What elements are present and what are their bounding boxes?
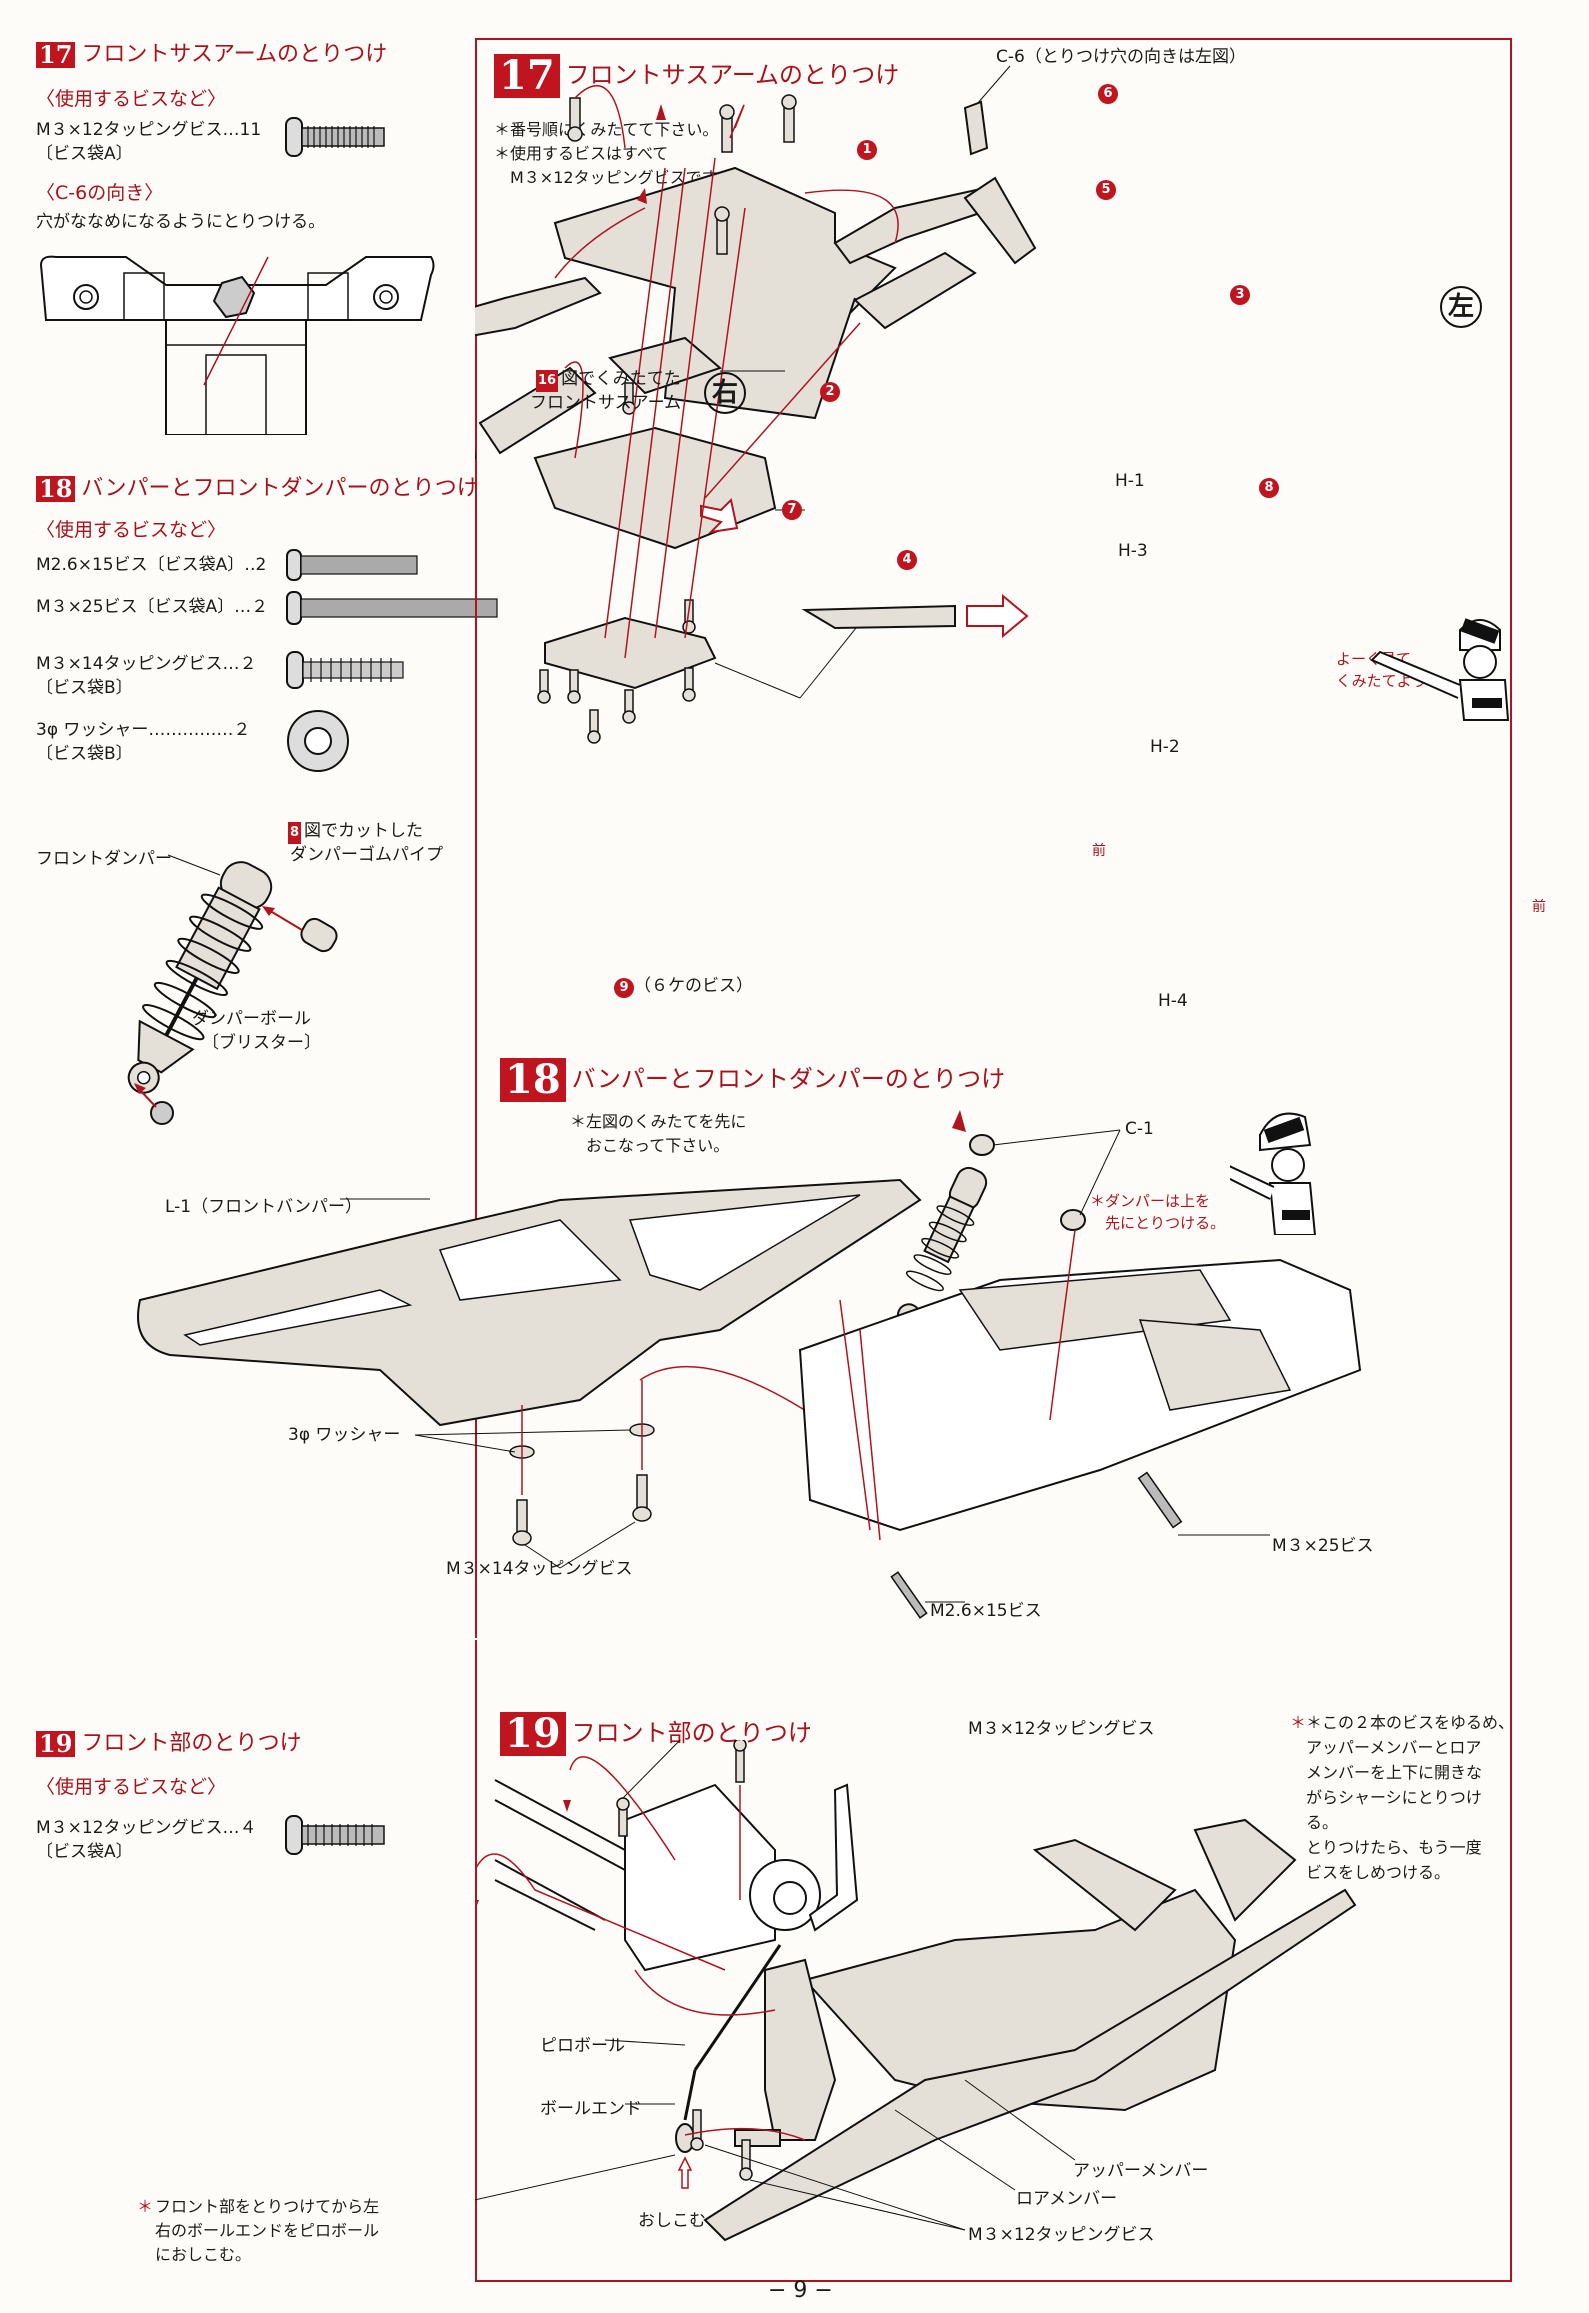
m3x14-label: M３×14タッピングビス [446, 1559, 633, 1579]
front-damper-label: フロントダンパー [36, 849, 172, 869]
m26x15-label: M2.6×15ビス [930, 1601, 1042, 1621]
sequence-number: 1 [857, 140, 877, 160]
orientation-heading: 〈C-6の向き〉 [36, 182, 164, 204]
h1-label: H-1 [1115, 471, 1145, 491]
arm-assembled-label-2: フロントサスアーム [530, 393, 682, 413]
sequence-number: 2 [820, 382, 840, 402]
cut-pipe-label-2: ダンパーゴムパイプ [290, 845, 443, 865]
ball-end-label: ボールエンド [540, 2099, 642, 2119]
step-number-badge: 18 [500, 1058, 566, 1102]
damper-ball-label-2: 〔ブリスター〕 [202, 1033, 321, 1053]
step17-notes: ＊番号順にくみたてて下さい。 ＊使用するビスはすべて M３×12タッピングビスで… [494, 120, 732, 187]
step19-front-assembly-diagram [475, 1740, 1357, 2242]
bottom-note: ＊ フロント部をとりつけてから左 右のボールエンドをピロボール におしこむ。 [137, 2197, 380, 2264]
part-name: 3φ ワッシャー……………２ [36, 720, 251, 740]
machine-screw-icon [286, 549, 418, 581]
tapping-screw-icon [286, 651, 404, 689]
c1-label: C-1 [1125, 1119, 1154, 1139]
part-bag: 〔ビス袋A〕 [36, 1842, 133, 1862]
part-name: M2.6×15ビス〔ビス袋A〕‥2 [36, 555, 267, 575]
step-number-badge: 19 [36, 1731, 76, 1757]
h3-label: H-3 [1118, 541, 1148, 561]
step-number-badge: 17 [494, 54, 560, 98]
m3x12-top-label: M３×12タッピングビス [968, 1719, 1155, 1739]
parts-heading: 〈使用するビスなど〉 [36, 88, 227, 110]
step-title: フロントサスアームのとりつけ [565, 61, 900, 89]
step-title: フロント部のとりつけ [81, 1731, 302, 1756]
part-bag: 〔ビス袋B〕 [36, 678, 133, 698]
washer-icon [287, 710, 349, 772]
part-name: M３×25ビス〔ビス袋A〕…２ [36, 597, 269, 617]
tapping-screw-icon [285, 117, 385, 157]
kyosho-mascot-icon [1370, 618, 1510, 721]
page-number: − 9 − [768, 2278, 833, 2303]
front-direction-label: 前 [1092, 843, 1106, 859]
six-screws-label: 9（６ケのビス） [614, 975, 753, 998]
sequence-number: 3 [1230, 285, 1250, 305]
upper-member-label: アッパーメンバー [1073, 2161, 1209, 2181]
instruction-frame [475, 38, 1512, 2282]
lower-member-label: ロアメンバー [1016, 2189, 1118, 2209]
parts-heading: 〈使用するビスなど〉 [36, 519, 227, 541]
part-name: M３×12タッピングビス…４ [36, 1818, 257, 1838]
part-name: M３×12タッピングビス…11 [36, 120, 262, 140]
step-number-badge: 19 [500, 1712, 566, 1756]
step18-notes: ＊左図のくみたてを先に おこなって下さい。 [570, 1112, 747, 1155]
step-title: バンパーとフロントダンパーのとりつけ [81, 476, 479, 501]
bumper-label: L-1（フロントバンパー） [165, 1197, 362, 1217]
step-title: バンパーとフロントダンパーのとりつけ [571, 1065, 1006, 1093]
part-bag: 〔ビス袋B〕 [36, 744, 133, 764]
washer-label: 3φ ワッシャー [288, 1425, 401, 1445]
step-number-badge: 17 [36, 42, 76, 68]
sequence-number: 4 [897, 550, 917, 570]
pillow-ball-label: ピロボール [540, 2036, 625, 2056]
damper-note: ＊ダンパーは上を 先にとりつける。 [1090, 1192, 1226, 1232]
orientation-text: 穴がななめになるようにとりつける。 [36, 212, 326, 232]
front-direction-label-2: 前 [1532, 899, 1546, 915]
sequence-number: 8 [1259, 478, 1279, 498]
c6-label: C-6（とりつけ穴の向きは左図） [996, 47, 1246, 67]
step19-notes: ＊＊この２本のビスをゆるめ、 アッパーメンバーとロア メンバーを上下に開きな が… [1290, 1713, 1515, 1882]
damper-ball-label: ダンパーボール [192, 1009, 311, 1029]
part-bag: 〔ビス袋A〕 [36, 144, 133, 164]
front-damper-illustration [127, 854, 338, 1125]
step-title: フロント部のとりつけ [571, 1719, 812, 1747]
part-name: M３×14タッピングビス…２ [36, 654, 257, 674]
sequence-number: 6 [1098, 84, 1118, 104]
sequence-number: 7 [782, 500, 802, 520]
right-side-marker: 右 [704, 372, 746, 414]
h2-label: H-2 [1150, 737, 1180, 757]
tapping-screw-icon [285, 1815, 385, 1855]
left-side-marker: 左 [1440, 286, 1482, 328]
sequence-number: 5 [1096, 180, 1116, 200]
step-title: フロントサスアームのとりつけ [81, 42, 388, 67]
step-number-badge: 18 [36, 476, 76, 502]
push-in-label: おしこむ [638, 2211, 706, 2231]
kyosho-mascot-icon [1230, 1112, 1317, 1235]
parts-heading: 〈使用するビスなど〉 [36, 1776, 227, 1798]
c6-orientation-diagram [39, 255, 435, 435]
step18-assembly-diagram [137, 1110, 1362, 1619]
m3x12-bottom-label: M３×12タッピングビス [968, 2225, 1155, 2245]
m3x25-label: M３×25ビス [1272, 1536, 1374, 1556]
h4-label: H-4 [1158, 991, 1188, 1011]
step17-exploded-diagram [475, 65, 1037, 744]
long-machine-screw-icon [286, 591, 498, 625]
